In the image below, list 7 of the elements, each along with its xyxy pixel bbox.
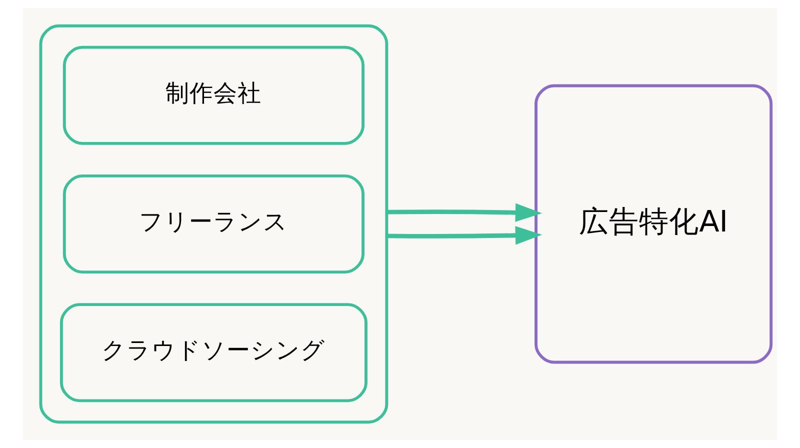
node-box: クラウドソーシング <box>60 303 368 402</box>
node-box: フリーランス <box>62 174 365 274</box>
arrow <box>386 226 542 245</box>
node-box: 広告特化AI <box>534 84 773 364</box>
node-box: 制作会社 <box>62 46 365 145</box>
cluster <box>39 24 388 424</box>
arrow <box>386 203 542 222</box>
